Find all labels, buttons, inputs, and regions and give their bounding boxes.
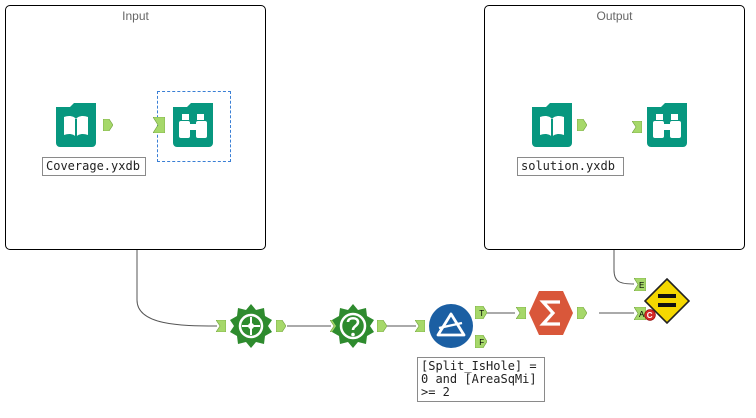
test-tool[interactable] xyxy=(644,278,690,324)
spatial-process-output-anchor[interactable] xyxy=(276,320,286,332)
browse-input-anchor[interactable] xyxy=(153,117,165,133)
binoculars-icon xyxy=(647,103,687,147)
test-e-anchor[interactable]: E xyxy=(634,278,646,291)
solution-file-annotation: solution.yxdb xyxy=(517,157,624,176)
filter-input-anchor[interactable] xyxy=(415,320,425,332)
summarize-input-anchor[interactable] xyxy=(516,307,526,319)
browse-tool[interactable] xyxy=(171,103,215,147)
summarize-tool[interactable] xyxy=(529,291,573,335)
test-a-anchor[interactable]: A xyxy=(634,307,646,320)
output-data-output-anchor[interactable] xyxy=(577,119,587,131)
container-input-title: Input xyxy=(122,9,149,23)
filter-tool[interactable] xyxy=(429,304,473,348)
open-book-icon xyxy=(56,103,96,147)
filter-false-label: F xyxy=(479,338,484,347)
container-output-title: Output xyxy=(596,9,633,23)
filter-expression-annotation: [Split_IsHole] = 0 and [AreaSqMi] >= 2 xyxy=(417,357,545,402)
browse-tool-2[interactable] xyxy=(645,103,689,147)
container-input[interactable]: Input xyxy=(5,5,266,250)
spatial-process-tool[interactable] xyxy=(229,304,273,348)
filter-triangle-icon xyxy=(429,304,473,348)
spatial-info-tool[interactable] xyxy=(331,304,375,348)
container-output[interactable]: Output xyxy=(484,5,745,250)
filter-true-label: T xyxy=(479,309,484,318)
coverage-file-annotation: Coverage.yxdb xyxy=(42,157,146,176)
filter-false-anchor[interactable]: F xyxy=(475,335,487,348)
spatial-question-icon xyxy=(332,304,374,348)
test-e-label: E xyxy=(639,281,644,290)
open-book-icon xyxy=(532,103,572,147)
spatial-process-icon xyxy=(230,304,272,348)
test-a-label: A xyxy=(639,310,645,319)
browse2-input-anchor[interactable] xyxy=(632,121,642,133)
summarize-output-anchor[interactable] xyxy=(577,307,587,319)
sigma-icon xyxy=(529,291,573,335)
filter-true-anchor[interactable]: T xyxy=(475,306,487,319)
spatial-info-output-anchor[interactable] xyxy=(377,320,387,332)
equals-diamond-icon xyxy=(644,278,690,324)
binoculars-icon xyxy=(173,103,213,147)
test-config-badge: C xyxy=(644,309,656,321)
input-data-tool[interactable] xyxy=(54,103,98,147)
test-config-badge-label: C xyxy=(647,311,653,320)
output-data-tool[interactable] xyxy=(530,103,574,147)
spatial-process-input-anchor[interactable] xyxy=(216,320,226,332)
input-data-output-anchor[interactable] xyxy=(103,119,113,131)
